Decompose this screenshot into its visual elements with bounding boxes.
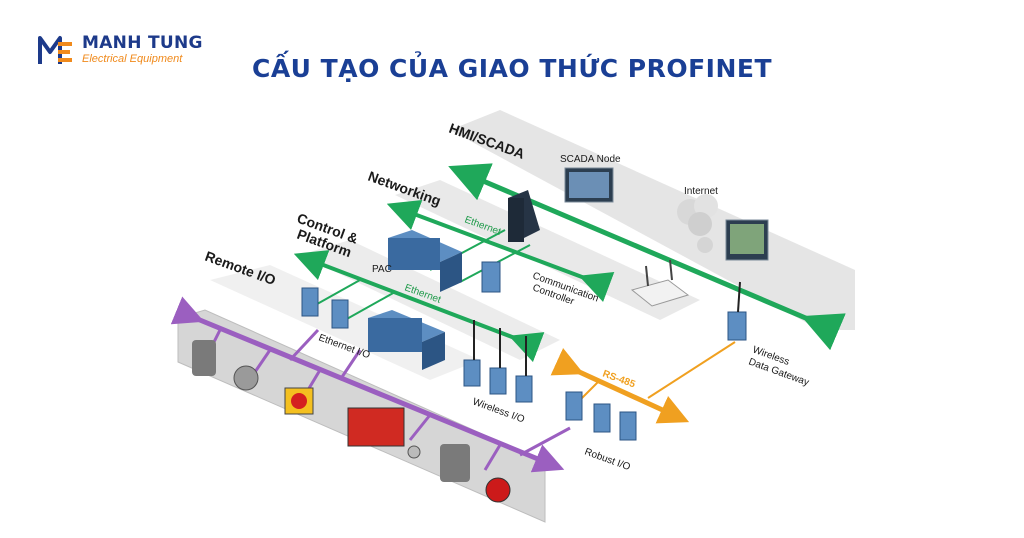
network-switch [508,190,540,242]
field-drop-line [288,328,320,362]
internet-cloud [677,194,718,253]
rs485-line [550,348,690,424]
page-title: CẤU TẠO CỦA GIAO THỨC PROFINET [251,54,773,83]
networking-ethernet-line [386,200,615,303]
ethernet-io-controller [368,310,445,370]
brand-name: MANH TUNG [82,32,203,53]
pac-controller [388,230,462,292]
field-devices [192,340,511,503]
brand-tagline: Electrical Equipment [82,52,183,65]
communication-controller [481,261,501,293]
field-drop-line [519,426,571,457]
scada-node-label: SCADA Node [560,154,621,165]
field-bus-line [170,296,565,473]
wireless-router [630,259,690,307]
robust-io-label: Robust I/O [583,446,632,473]
gateway-link-line [647,341,736,399]
wireless-io-modules [463,320,533,403]
wireless-data-gateway [727,281,747,341]
internet-label: Internet [684,186,718,197]
field-drop-line [338,349,362,381]
field-drop-line [253,349,272,373]
field-drop-line [483,444,502,471]
robust-io-modules [565,391,637,441]
ethernet-io-modules [301,287,349,329]
field-drop-line [408,414,432,441]
pac-label: PAC [372,264,392,275]
scada-node-monitor [564,167,614,203]
wireless-monitor [725,219,769,261]
rs485-drop-line [579,379,601,401]
rs485-label: RS-485 [601,368,637,390]
brand-logo: MANH TUNG Electrical Equipment [36,30,203,70]
manh-tung-logo-icon [38,36,72,64]
